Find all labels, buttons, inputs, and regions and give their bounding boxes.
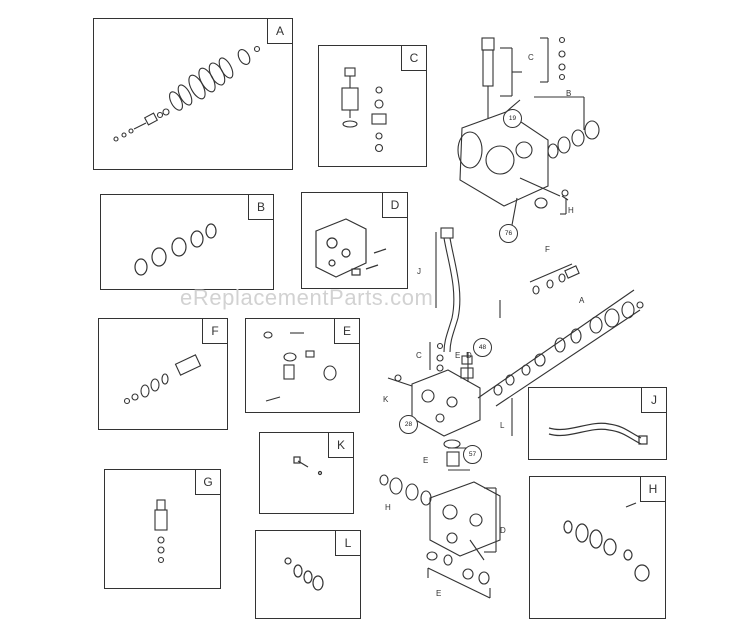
detail-box-g: G [104,469,221,589]
box-label-j: J [641,388,666,413]
parts-illustration-a [113,45,261,142]
callout-c-mid: C [416,351,422,360]
callout-l-mid: L [500,421,505,430]
callout-c-top: C [528,53,534,62]
detail-box-a: A [93,18,293,170]
parts-illustration-b [134,223,217,276]
detail-box-d: D [301,192,408,289]
parts-illustration-d [315,218,387,278]
box-label-c: C [401,46,426,71]
parts-illustration-j [548,422,648,445]
callout-k-mid: K [383,395,389,404]
detail-box-j: J [528,387,667,460]
callout-b-top: B [566,89,572,98]
detail-box-b: B [100,194,274,290]
part-number-badge: 76 [499,224,518,243]
part-number-badge: 19 [503,109,522,128]
parts-illustration-l [284,557,324,591]
watermark: eReplacementParts.com [180,285,434,310]
callout-d-low: D [500,526,506,535]
callout-e-bot: E [436,589,442,598]
parts-illustration-h [563,502,650,582]
part-number-badge: 57 [463,445,482,464]
box-label-h: H [640,477,665,502]
parts-illustration-k [293,456,323,476]
callout-a-mid: A [579,296,585,305]
callout-f-mid: F [545,245,550,254]
box-label-g: G [195,470,220,495]
detail-box-h: H [529,476,666,619]
callout-h-top: H [568,206,574,215]
box-label-l: L [335,531,360,556]
callout-j-mid: J [417,267,421,276]
detail-box-l: L [255,530,361,619]
box-label-a: A [267,19,292,44]
part-number-badge: 48 [473,338,492,357]
detail-box-c: C [318,45,427,167]
parts-illustration-g [154,499,168,564]
part-number-badge: 28 [399,415,418,434]
box-label-k: K [328,433,353,458]
box-label-e: E [334,319,359,344]
detail-box-f: F [98,318,228,430]
callout-d-mid: D [466,351,472,360]
box-label-d: D [382,193,407,218]
callout-e-low: E [423,456,429,465]
detail-box-e: E [245,318,360,413]
box-label-f: F [202,319,227,344]
callout-h-low: H [385,503,391,512]
parts-illustration-c [341,67,387,153]
parts-illustration-f [123,354,202,405]
callout-e-mid: E [455,351,461,360]
parts-illustration-e [263,331,337,402]
box-label-b: B [248,195,273,220]
detail-box-k: K [259,432,354,514]
